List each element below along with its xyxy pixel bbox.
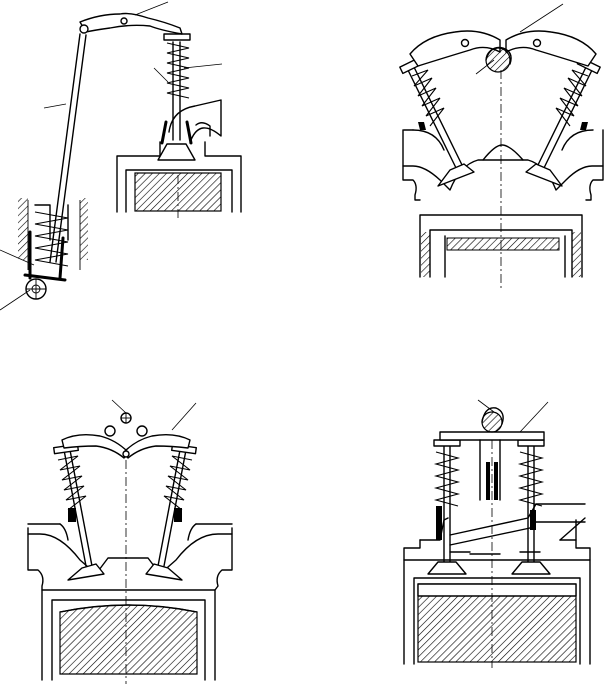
panel-a-pushrod-valvetrain [0,1,242,311]
panel-b-sohc-valvetrain [399,3,604,288]
panel-b-left-spring [411,69,445,127]
panel-c-dohc-valvetrain [27,399,233,684]
panel-b-left-valve [399,56,475,187]
panel-a-tappet-spring [34,211,69,267]
panel-c-right-rocker [123,433,191,459]
panel-c-right-spring [163,455,193,511]
panel-d-camshaft [481,407,504,433]
panel-a-pushrod [49,33,87,263]
panel-d-crosshead [439,431,545,441]
panel-d-left-spring [433,451,461,507]
panel-a-rocker-arm [79,12,183,35]
panel-b-camshaft [485,46,512,73]
panel-a-valve-spring [166,42,190,99]
panel-c-camshafts [104,412,148,437]
panel-d-right-spring [517,451,545,507]
panel-c-left-spring [57,455,87,511]
panel-d-left-valve [427,439,467,575]
panel-c-left-rocker [61,433,129,459]
panel-a-camshaft [25,278,47,300]
panel-b-right-spring [555,69,589,127]
panel-c-cylinder [41,589,216,681]
panel-c-piston [59,604,198,675]
panel-b-right-rocker [505,30,597,67]
panel-c-right-valve [145,443,198,581]
panel-d-right-valve [511,439,551,575]
panel-d-cylinder [403,559,591,665]
panel-d-ohc-valvetrain [403,399,591,668]
panel-b-piston [446,237,560,251]
panel-a-valve [157,33,196,161]
panel-d-piston [417,583,577,663]
panel-b-cylinder [419,214,583,278]
